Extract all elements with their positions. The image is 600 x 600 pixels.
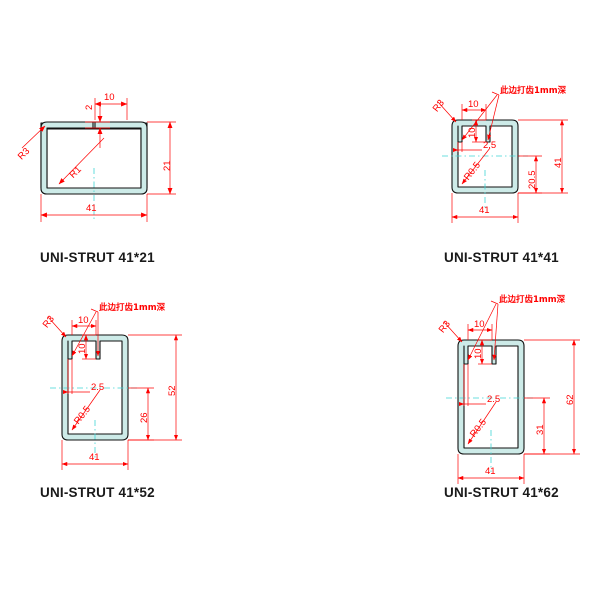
dim-r3: R3	[16, 146, 32, 162]
dim-outer-radius: R3	[431, 98, 447, 114]
profile-svg-41x41: 此边打齿1mm深 10 10 2.5 R0.5 R3	[431, 85, 568, 223]
profile-svg-41x21: R3 2 R1 10 21 41	[16, 92, 176, 222]
dim-width: 41	[485, 466, 496, 477]
note-label: 此边打齿1mm深	[99, 302, 166, 313]
dim-lip-gap: 10	[468, 99, 479, 110]
title-uni-strut-41x41: UNI-STRUT 41*41	[444, 250, 559, 265]
dim-lip-depth: 10	[473, 348, 484, 359]
r3-leader-line	[21, 125, 46, 149]
note-label: 此边打齿1mm深	[499, 294, 566, 305]
dim-height: 21	[162, 160, 173, 171]
r05-leader-line	[467, 401, 497, 445]
note-underline	[491, 91, 500, 96]
dim-height: 62	[565, 394, 576, 405]
dim-width: 41	[86, 203, 97, 214]
note-leader-a	[461, 94, 498, 141]
drawing-uni-strut-41x62: 此边打齿1mm深 10 10 2.5 R0.5 R3	[400, 290, 600, 510]
note-leader-a	[71, 311, 97, 357]
drawing-uni-strut-41x21: R3 2 R1 10 21 41 UNI-ST	[0, 60, 300, 265]
dim-height: 41	[553, 157, 564, 168]
dim-height: 52	[167, 385, 178, 396]
dim-width: 41	[479, 205, 490, 216]
dim-lip-radius: R0.5	[72, 404, 93, 427]
r05-leader-line	[461, 147, 491, 185]
note-leader-b	[492, 303, 499, 361]
r3-leader-line	[437, 101, 457, 123]
dim-lip-radius: R0.5	[462, 160, 483, 183]
dim-outer-radius: R3	[437, 319, 453, 335]
dim-lip-gap: 10	[104, 92, 115, 103]
dim-lip-gap: 10	[78, 315, 89, 326]
r05-leader-line	[71, 389, 101, 431]
profile-svg-41x52: 此边打齿1mm深 10 10 2.5 R0.5 R3	[41, 302, 182, 470]
profile-svg-41x62: 此边打齿1mm深 10 10 2.5 R0.5 R3	[437, 294, 580, 484]
dim-inner-height: 31	[535, 424, 546, 435]
channel-profile-main	[40, 121, 148, 195]
dim-lip-depth: 10	[77, 343, 88, 354]
dim-width: 41	[89, 452, 100, 463]
dim-outer-radius: R3	[41, 314, 57, 330]
dim-lip-thickness: 2.5	[91, 382, 104, 393]
dim-inner-height: 26	[139, 412, 150, 423]
note-label: 此边打齿1mm深	[500, 85, 567, 96]
dim-lip-depth: 10	[467, 127, 478, 138]
dim-lip-thickness: 2.5	[483, 140, 496, 151]
note-leader-b	[487, 94, 500, 141]
title-uni-strut-41x21: UNI-STRUT 41*21	[40, 250, 155, 265]
r3-leader-line	[47, 316, 67, 338]
drawing-uni-strut-41x41: 此边打齿1mm深 10 10 2.5 R0.5 R3	[400, 60, 600, 265]
dim-lip-gap: 10	[474, 319, 485, 330]
title-uni-strut-41x52: UNI-STRUT 41*52	[40, 485, 155, 500]
channel-profile	[451, 119, 519, 194]
note-underline	[490, 300, 499, 305]
note-underline	[90, 308, 99, 313]
r3-leader-line	[443, 321, 463, 343]
title-uni-strut-41x62: UNI-STRUT 41*62	[444, 485, 559, 500]
dim-lip-thickness: 2.5	[487, 394, 500, 405]
dim-r1: R1	[68, 164, 84, 180]
r1-leader-line	[58, 137, 105, 185]
dim-thickness: 2	[84, 105, 95, 110]
dim-lip-radius: R0.5	[468, 417, 489, 440]
drawing-uni-strut-41x52: 此边打齿1mm深 10 10 2.5 R0.5 R3	[0, 290, 300, 510]
dim-inner-height: 20.5	[527, 171, 538, 190]
